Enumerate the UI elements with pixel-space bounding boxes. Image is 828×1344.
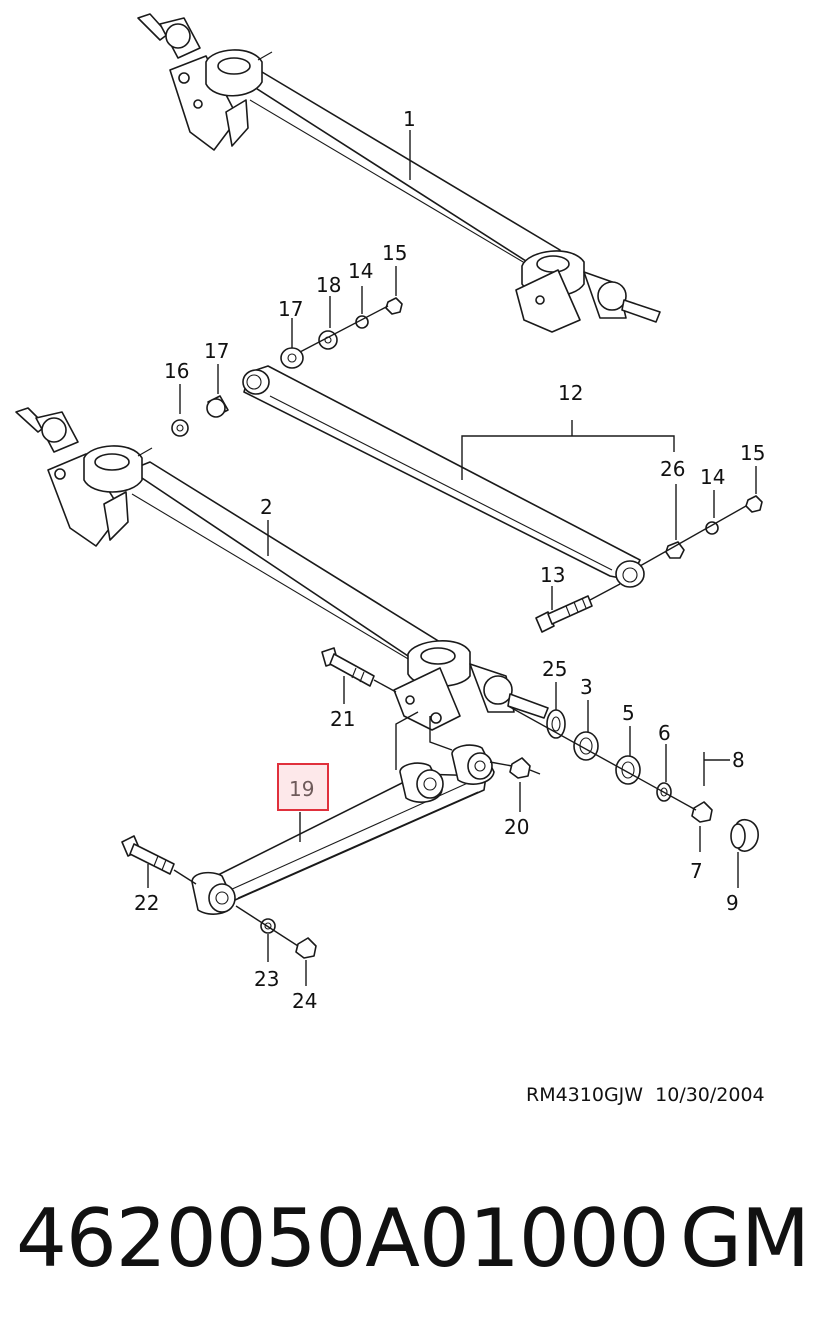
washer-14-top: 14 <box>348 259 373 329</box>
washer-23: 23 <box>254 918 279 991</box>
axle-2-right-hub <box>393 640 549 731</box>
callout-14b: 14 <box>700 465 725 489</box>
trailing-arm-19: 19 <box>191 711 495 915</box>
callout-21: 21 <box>330 707 355 731</box>
bushing-16: 16 <box>164 359 189 437</box>
callout-7: 7 <box>690 859 703 883</box>
pin-8: 8 <box>703 748 745 786</box>
callout-15b: 15 <box>740 441 765 465</box>
callout-23: 23 <box>254 967 279 991</box>
callout-25: 25 <box>542 657 567 681</box>
nut-24: 24 <box>292 937 317 1013</box>
callout-24: 24 <box>292 989 317 1013</box>
callout-9: 9 <box>726 891 739 915</box>
assembly-line-bottom <box>235 905 299 947</box>
washer-18: 18 <box>316 273 341 350</box>
callout-6: 6 <box>658 721 671 745</box>
nut-15-top: 15 <box>382 241 407 315</box>
callout-13: 13 <box>540 563 565 587</box>
callout-12: 12 <box>558 381 583 405</box>
callout-5: 5 <box>622 701 635 725</box>
assembly-line-hub <box>507 705 697 811</box>
callout-17a: 17 <box>204 339 229 363</box>
nut-7: 7 <box>690 801 713 883</box>
drawing-reference: RM4310GJW 10/30/2004 <box>526 1084 765 1106</box>
axle-2-left-hub <box>15 407 153 547</box>
callout-14a: 14 <box>348 259 373 283</box>
assembly-line-20 <box>489 761 513 767</box>
nut-20: 20 <box>504 757 541 839</box>
callout-18: 18 <box>316 273 341 297</box>
callout-22: 22 <box>134 891 159 915</box>
axle-1-left-hub <box>137 13 273 151</box>
bolt-21: 21 <box>321 647 397 731</box>
axle-beam-2: 2 <box>15 407 549 731</box>
bolt-13: 13 <box>535 563 621 633</box>
nut-15-right: 15 <box>740 441 765 513</box>
callout-8: 8 <box>732 748 745 772</box>
bearing-5: 5 <box>615 701 641 785</box>
hub-cap-9: 9 <box>726 819 759 915</box>
callout-15a: 15 <box>382 241 407 265</box>
callout-19: 19 <box>289 777 314 801</box>
bushing-17-right: 17 <box>278 297 304 369</box>
callout-1: 1 <box>403 107 416 131</box>
callout-26: 26 <box>660 457 685 481</box>
axle-beam-1: 1 <box>137 13 661 333</box>
bushing-17-left: 17 <box>204 339 229 418</box>
bearing-3: 3 <box>573 675 599 761</box>
assembly-line-right <box>639 505 747 567</box>
assembly-line-top <box>299 305 389 353</box>
panhard-rod-12: 12 <box>242 365 675 588</box>
callout-16: 16 <box>164 359 189 383</box>
callout-2: 2 <box>260 495 273 519</box>
callout-3: 3 <box>580 675 593 699</box>
callout-20: 20 <box>504 815 529 839</box>
bolt-22: 22 <box>121 835 197 915</box>
axle-1-right-hub <box>515 250 661 333</box>
washer-14-right: 14 <box>700 465 725 535</box>
washer-25: 25 <box>542 657 567 739</box>
brand-name: GM <box>680 1192 810 1285</box>
part-number: 4620050A01000 <box>16 1192 670 1285</box>
callout-17b: 17 <box>278 297 303 321</box>
highlight-box-19 <box>277 763 329 811</box>
